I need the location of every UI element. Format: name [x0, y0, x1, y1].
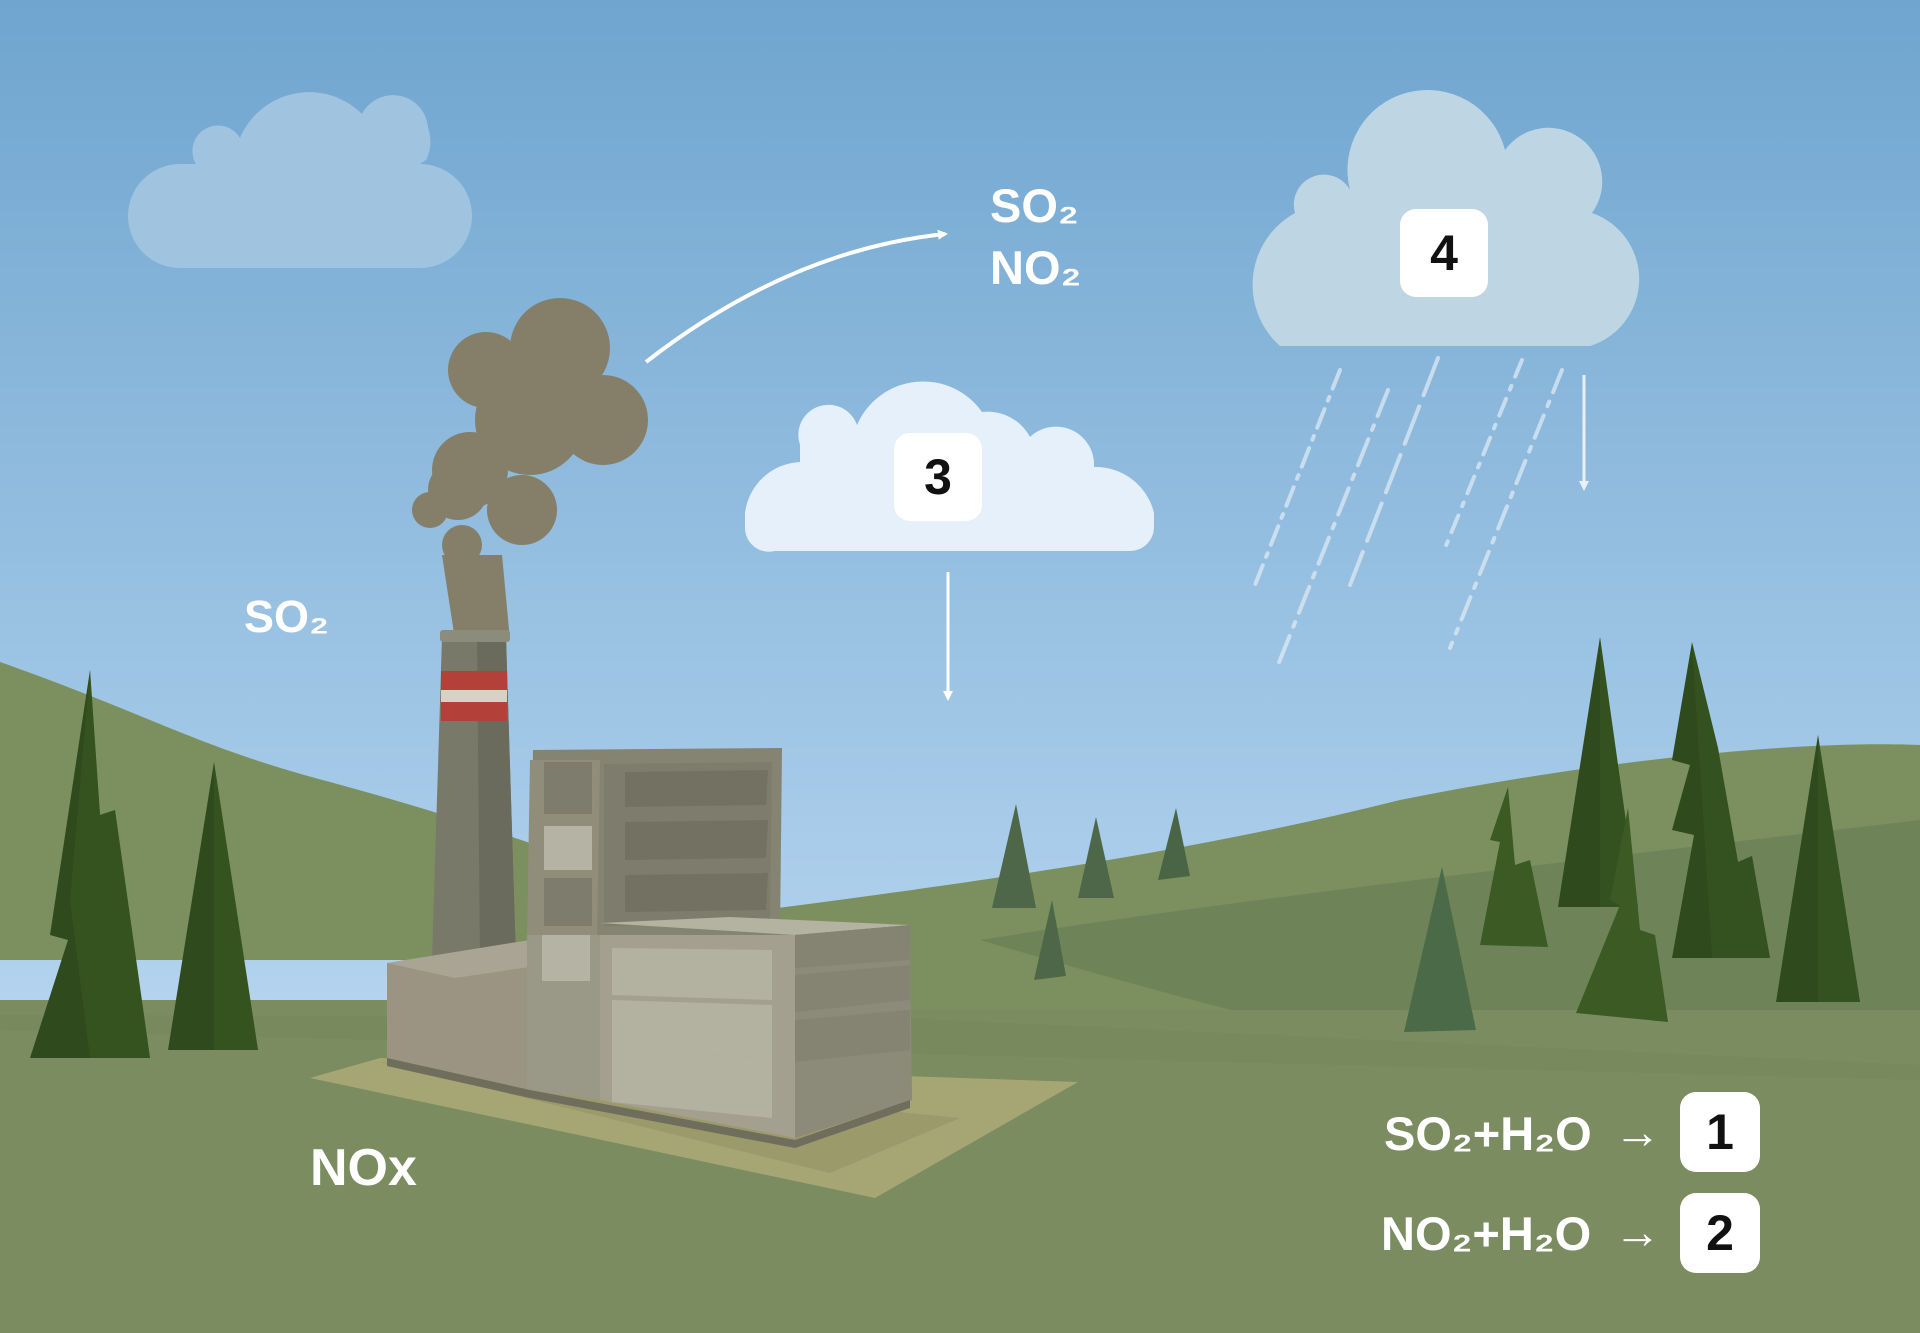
badge-1: 1: [1680, 1092, 1760, 1172]
tree-right-1: [1404, 867, 1476, 1032]
so2-label-left: SO₂: [244, 591, 330, 642]
emission-arrow: [644, 229, 948, 364]
equation-2-reactants: NO₂+H₂O: [1381, 1207, 1592, 1260]
tree-left-1: [30, 670, 150, 1058]
tree-mid-4: [1034, 900, 1066, 980]
smoke-plume: [412, 298, 648, 640]
equation-1-arrow: →: [1614, 1105, 1661, 1158]
chimney: [432, 630, 516, 960]
equation-2-arrow: →: [1614, 1205, 1661, 1258]
acid-rain-drops: [1253, 356, 1564, 667]
tree-mid-2: [1078, 817, 1114, 898]
badge-2: 2: [1680, 1193, 1760, 1273]
so2-label-top: SO₂: [990, 179, 1079, 232]
tree-right-2: [1480, 787, 1548, 947]
badge-3: 3: [894, 433, 982, 521]
badge-4: 4: [1400, 209, 1488, 297]
faded-cloud: [128, 92, 472, 268]
tree-right-4: [1576, 808, 1668, 1022]
tree-right-6: [1776, 735, 1860, 1002]
tree-right-5: [1672, 642, 1770, 958]
no2-label-top: NO₂: [990, 241, 1082, 294]
nox-label: NOx: [310, 1139, 417, 1197]
tree-mid-1: [992, 804, 1036, 908]
factory: [387, 748, 912, 1148]
equation-1-reactants: SO₂+H₂O: [1384, 1107, 1592, 1160]
tree-mid-3: [1158, 808, 1190, 880]
tree-left-2: [168, 762, 258, 1050]
